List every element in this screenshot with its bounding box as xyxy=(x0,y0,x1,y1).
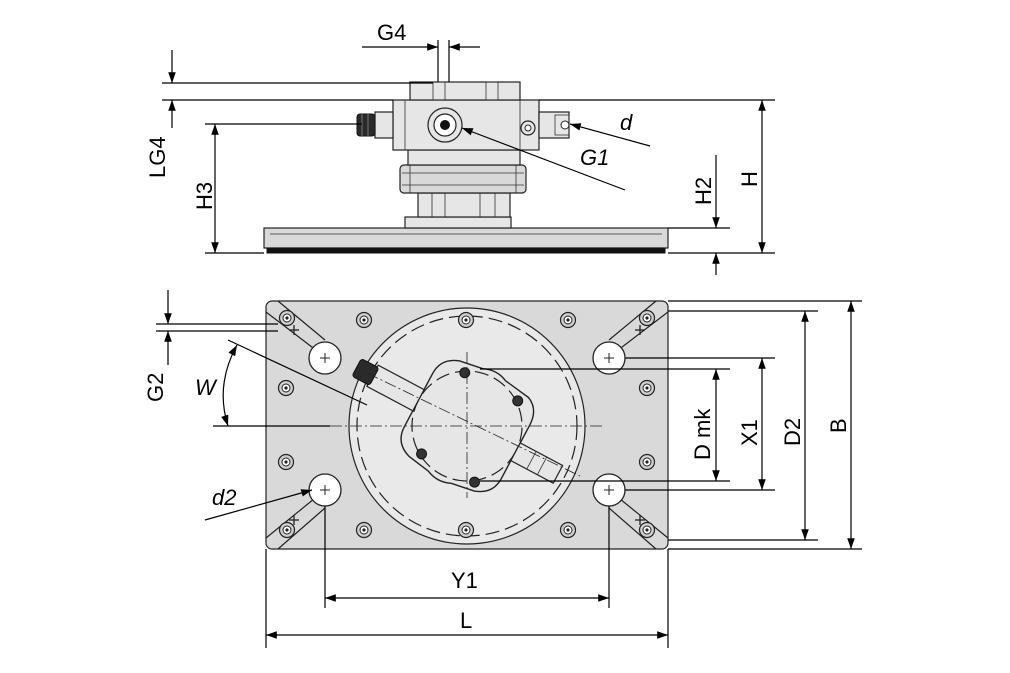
side-base-seal xyxy=(266,247,666,254)
label-g4: G4 xyxy=(377,20,406,45)
side-lower-neck xyxy=(404,216,512,229)
label-w: W xyxy=(195,375,218,400)
mount-hole-icon xyxy=(308,341,342,375)
label-h3: H3 xyxy=(192,182,217,210)
label-lg4: LG4 xyxy=(145,136,170,178)
label-h: H xyxy=(737,171,762,187)
top-dimensions: G2 W d2 D mk X1 D2 B Y1 xyxy=(143,290,862,648)
top-view xyxy=(265,300,669,550)
mount-hole-icon xyxy=(308,473,342,507)
label-g2: G2 xyxy=(143,373,168,402)
left-fitting-nut xyxy=(356,113,376,137)
label-g1: G1 xyxy=(580,145,609,170)
label-d-mk: D mk xyxy=(690,408,715,460)
label-h2: H2 xyxy=(691,177,716,205)
label-d: d xyxy=(620,110,633,135)
side-valve-body xyxy=(392,99,540,151)
label-x1: X1 xyxy=(737,419,762,446)
side-view xyxy=(263,81,669,254)
label-l: L xyxy=(460,608,472,633)
label-d2-height: D2 xyxy=(780,418,805,446)
label-y1: Y1 xyxy=(451,568,478,593)
mount-hole-icon xyxy=(592,473,626,507)
left-fitting xyxy=(374,111,394,139)
side-dimensions: G4 LG4 H3 d G1 H H2 xyxy=(145,20,775,275)
label-b: B xyxy=(826,418,851,433)
valve-head xyxy=(352,359,564,493)
side-base-plate xyxy=(263,227,669,249)
side-collar-ring xyxy=(399,164,527,194)
label-d2-hole: d2 xyxy=(212,485,236,510)
